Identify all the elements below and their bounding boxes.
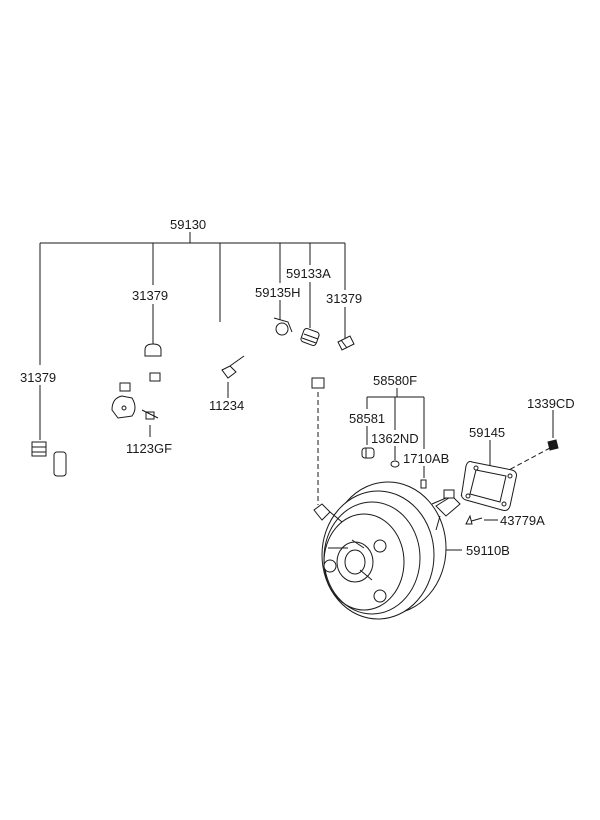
bolt-11234 (221, 355, 245, 379)
label-59145: 59145 (469, 425, 505, 440)
clip-31379-left (31, 441, 47, 457)
label-59130: 59130 (170, 217, 206, 232)
label-1710AB: 1710AB (403, 451, 449, 466)
clip-31379-mid (144, 343, 162, 357)
brake-booster-59110B (313, 481, 461, 620)
label-59135H: 59135H (255, 285, 301, 300)
label-59133A: 59133A (286, 266, 331, 281)
label-1362ND: 1362ND (371, 431, 419, 446)
vacuum-hose (53, 323, 325, 477)
hose-clip-right (311, 377, 325, 389)
label-58580F: 58580F (373, 373, 417, 388)
leader-lines-59130 (39, 232, 346, 440)
label-1123GF: 1123GF (126, 441, 172, 456)
label-1339CD: 1339CD (527, 396, 575, 411)
part-labels: 59130 31379 59133A 59135H 31379 31379 11… (20, 217, 575, 558)
label-59110B: 59110B (466, 543, 510, 558)
fitting-58581 (361, 447, 375, 459)
clamp-59135H (273, 317, 293, 336)
label-58581: 58581 (349, 411, 385, 426)
label-11234: 11234 (209, 398, 244, 413)
hose-end-cap (53, 451, 67, 477)
connector-59133A (300, 328, 320, 346)
nut-1339CD (547, 439, 559, 451)
label-43779A: 43779A (500, 513, 545, 528)
hose-clip-mid (149, 372, 161, 382)
bolt-1123GF (141, 409, 159, 420)
label-31379-left: 31379 (20, 370, 56, 385)
pin-1710AB (420, 479, 427, 489)
label-31379-right: 31379 (326, 291, 362, 306)
pin-43779A (465, 514, 483, 525)
gasket-59145 (461, 461, 517, 511)
seal-1362ND (390, 460, 400, 468)
label-31379-mid: 31379 (132, 288, 168, 303)
clip-31379-right (337, 335, 355, 351)
hose-clip-left (119, 382, 131, 392)
